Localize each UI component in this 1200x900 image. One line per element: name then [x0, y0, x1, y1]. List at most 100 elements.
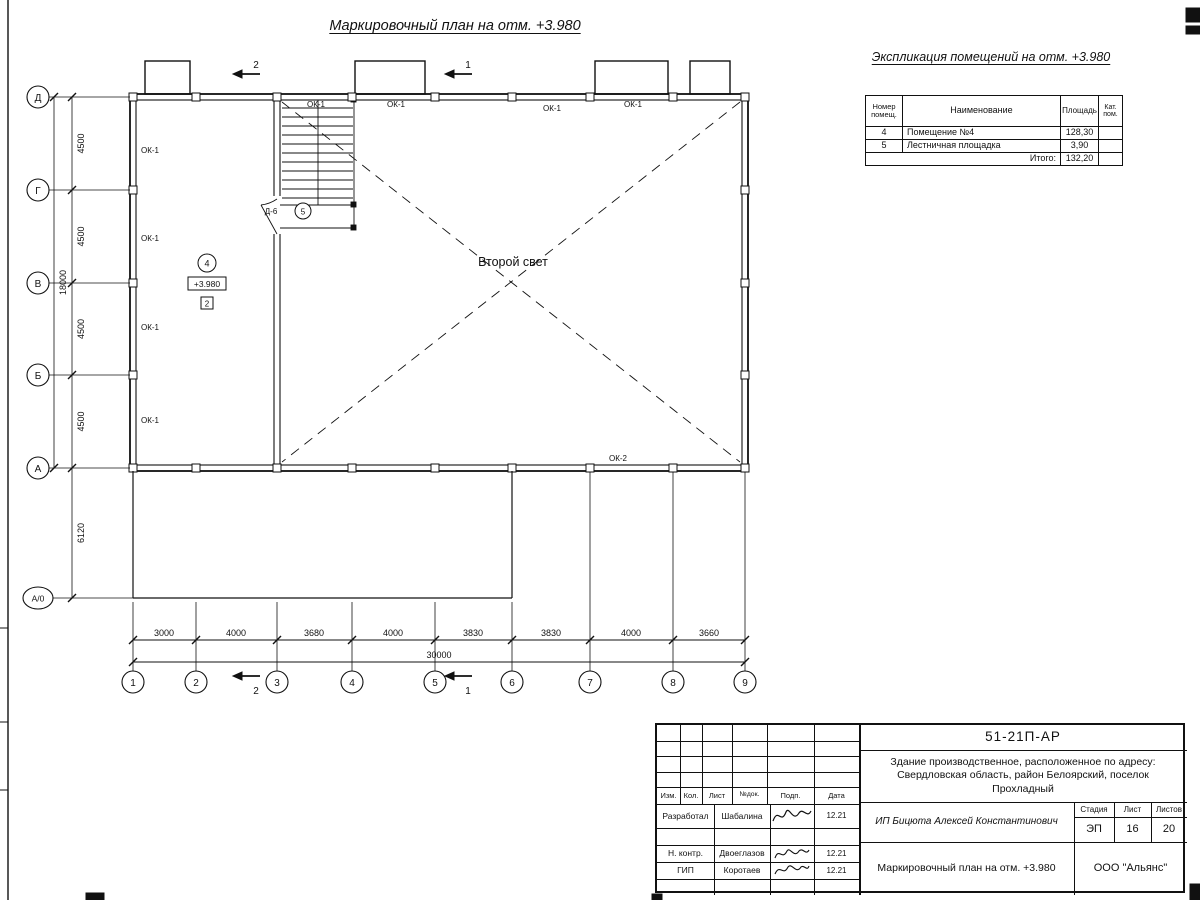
room-row-area: 128,30 [1060, 126, 1098, 139]
axis-label: Б [35, 371, 42, 382]
col-header-category: Кат. пом. [1098, 96, 1122, 126]
explication-table: Номер помещ. Наименование Площадь Кат. п… [865, 95, 1123, 166]
axis-label: 1 [130, 678, 136, 689]
axis-label: 4 [349, 678, 355, 689]
grid-line [657, 879, 859, 880]
void-diagonals [281, 101, 741, 463]
dim-value: 3680 [304, 628, 324, 638]
dim-value: 4000 [621, 628, 641, 638]
header-data: Дата [828, 790, 845, 800]
dim-value: 3830 [463, 628, 483, 638]
window-tag: ОК-1 [141, 234, 160, 243]
dim-value: 3660 [699, 628, 719, 638]
axis-label: 2 [193, 678, 199, 689]
axis-label: 8 [670, 678, 676, 689]
grid-line [657, 862, 859, 863]
elevation-mark: +3.980 [194, 279, 221, 289]
total-category [1098, 152, 1122, 165]
grid-line [859, 842, 1187, 843]
second-light-label: Второй свет [478, 255, 548, 269]
axis-label: 3 [274, 678, 280, 689]
name-gip: Коротаев [723, 865, 761, 876]
col-header-number: Номер помещ. [871, 102, 897, 119]
grid-line [859, 725, 861, 895]
header-izm: Изм. [660, 790, 677, 800]
room-number: 4 [204, 259, 209, 269]
grid-line [657, 756, 859, 757]
grid-line [680, 725, 681, 804]
total-area: 132,20 [1060, 152, 1098, 165]
sheet-title: Маркировочный план на отм. +3.980 [877, 861, 1056, 874]
grid-line [702, 725, 703, 804]
date-developer: 12.21 [826, 811, 847, 820]
dim-total: 30000 [426, 650, 451, 660]
room-row-number: 5 [866, 139, 902, 152]
grid-line [657, 804, 859, 805]
axis-label: А [35, 464, 42, 475]
header-ndok: №док. [739, 791, 760, 799]
dim-value: 3000 [154, 628, 174, 638]
room-annotations [187, 202, 312, 310]
room-row-number: 4 [866, 126, 902, 139]
signature-gip [770, 860, 814, 881]
lower-level-outline [132, 471, 513, 599]
axis-label: Г [35, 186, 41, 197]
name-ncontrol: Двоеглазов [719, 848, 765, 859]
grid-line [714, 804, 715, 895]
explication-heading: Экспликация помещений на отм. +3.980 [871, 50, 1111, 64]
axis-label: Д [35, 93, 42, 104]
dim-value: 4500 [76, 411, 86, 431]
building-walls [129, 60, 749, 472]
project-description: Здание производственное, расположенное п… [890, 756, 1156, 795]
grid-line [657, 845, 859, 846]
room-number: 5 [301, 208, 306, 217]
dim-value: 4500 [76, 133, 86, 153]
axis-label: А/0 [32, 594, 45, 604]
grid-line [657, 741, 859, 742]
header-kol: Кол. [683, 790, 699, 800]
section-number: 2 [253, 686, 259, 697]
axis-label: В [35, 279, 42, 290]
grid-line [732, 725, 733, 804]
document-number: 51-21П-АР [985, 729, 1061, 745]
window-tag: ОК-2 [609, 454, 628, 463]
grid-line [859, 802, 1187, 803]
room-row-category [1098, 139, 1122, 152]
axis-label: 5 [432, 678, 438, 689]
section-number: 1 [465, 60, 471, 71]
grid-line [770, 804, 771, 895]
sheets-label: Листов [1156, 804, 1182, 814]
title-block: Изм. Кол. Лист №док. Подп. Дата Разработ… [655, 723, 1187, 895]
grid-line [767, 725, 768, 804]
grid-line [1114, 802, 1115, 842]
role-gip: ГИП [677, 865, 694, 876]
sheet-value: 16 [1126, 822, 1139, 835]
signature-scribble [774, 864, 810, 874]
window-tag: ОК-1 [543, 104, 562, 113]
axis-label: 9 [742, 678, 748, 689]
section-number: 1 [465, 686, 471, 697]
zone-number: 2 [205, 300, 210, 309]
dim-total: 18000 [58, 270, 68, 295]
window-tag: ОК-1 [141, 323, 160, 332]
axis-label: 6 [509, 678, 515, 689]
page-title: Маркировочный план на отм. +3.980 [329, 18, 581, 34]
room-row-category [1098, 126, 1122, 139]
client-name: ИП Бицюта Алексей Константинович [875, 815, 1058, 827]
dim-value: 4500 [76, 319, 86, 339]
header-podp: Подп. [780, 790, 801, 800]
door-swing [260, 198, 278, 235]
sheets-value: 20 [1162, 822, 1176, 835]
room-row-name: Помещение №4 [902, 126, 1060, 139]
company-name: ООО "Альянс" [1093, 861, 1168, 874]
name-developer: Шабалина [721, 810, 763, 821]
grid-line [657, 828, 859, 829]
grid-line [1151, 802, 1152, 842]
room-row-area: 3,90 [1060, 139, 1098, 152]
grid-line [859, 750, 1187, 751]
grid-line [814, 725, 815, 895]
grid-line [657, 772, 859, 773]
dim-value: 6120 [76, 523, 86, 543]
